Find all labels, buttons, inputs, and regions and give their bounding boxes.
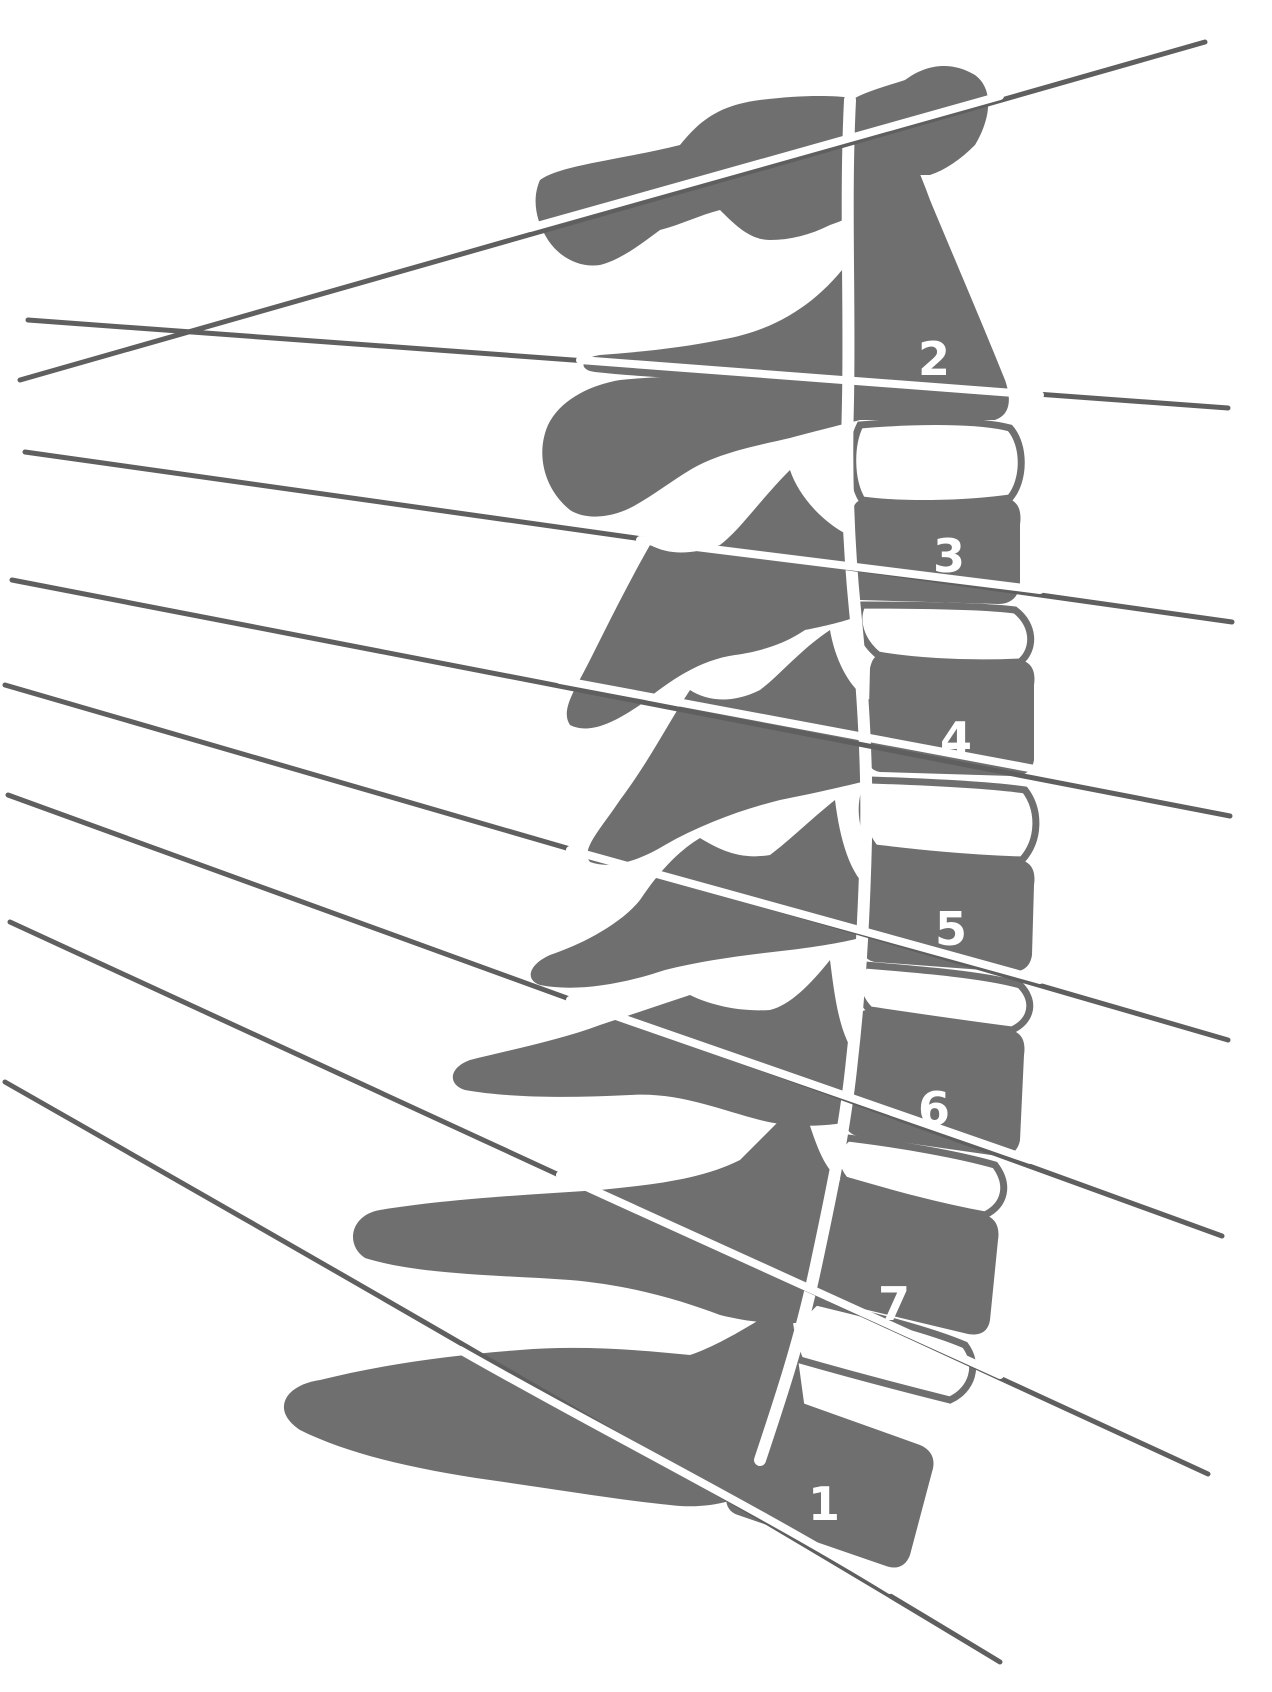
vertebra-c2: [847, 98, 1009, 420]
line-crossings: [456, 92, 1044, 1594]
spinous-process-lower: [283, 1300, 805, 1507]
vertebra-label-c7: 7: [878, 1277, 910, 1331]
disc-c2-c3: [849, 418, 1025, 508]
vertebral-body-c3: [849, 498, 1021, 604]
reference-line-skull: [17, 39, 1208, 383]
vertebra-label-c3: 3: [933, 529, 965, 583]
posterior-arch-c5: [587, 630, 870, 865]
disc-c5-c6: [854, 961, 1034, 1034]
bone-shapes: [283, 65, 1035, 1568]
disc-c4-c5: [858, 776, 1040, 864]
posterior-arch-c6: [530, 800, 870, 988]
vertebral-body-c7: [813, 1179, 999, 1335]
disc-c3-c4: [855, 601, 1035, 667]
vertebra-label-c4: 4: [940, 712, 972, 766]
posterior-arch-t1: [353, 1100, 830, 1324]
posterior-arch-c3: [542, 376, 860, 517]
vertebra-label-c5: 5: [935, 902, 967, 956]
reference-line-t1: [2, 1079, 1003, 1665]
posterior-arch-c7: [452, 960, 860, 1126]
vertebra-label-c2: 2: [918, 332, 950, 386]
posterior-arch-c4: [566, 470, 860, 729]
disc-c6-c7: [833, 1134, 1008, 1219]
vertebral-body-c6: [845, 1009, 1025, 1156]
vertebra-label-c6: 6: [918, 1082, 950, 1136]
reference-line-c4: [9, 577, 1233, 819]
disc-spaces: [792, 418, 1040, 1404]
vertebra-labels: 2 3 4 5 6 7 1: [808, 332, 972, 1531]
vertebra-label-t1: 1: [808, 1477, 840, 1531]
reference-line-c3: [22, 449, 1235, 625]
